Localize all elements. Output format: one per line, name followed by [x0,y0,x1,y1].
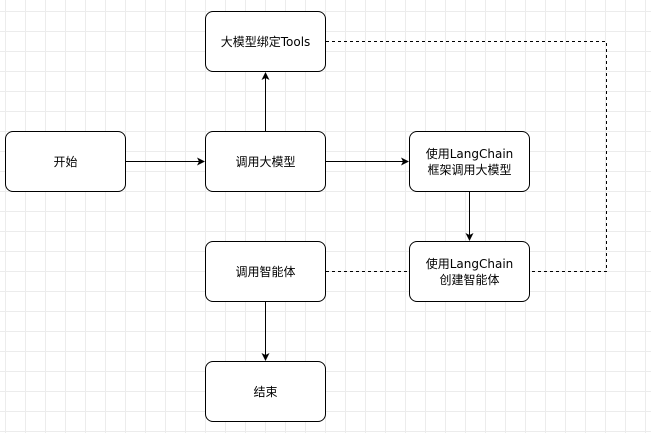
node-invoke-agent[interactable]: 调用智能体 [205,241,326,302]
node-start[interactable]: 开始 [5,131,126,192]
edge-bind-tools-to-agent-dashed [326,41,607,272]
node-langchain-framework[interactable]: 使用LangChain 框架调用大模型 [409,131,530,192]
node-langchain-agent[interactable]: 使用LangChain 创建智能体 [409,241,530,302]
node-end[interactable]: 结束 [205,361,326,422]
node-bind-tools[interactable]: 大模型绑定Tools [205,11,326,72]
node-call-llm[interactable]: 调用大模型 [205,131,326,192]
